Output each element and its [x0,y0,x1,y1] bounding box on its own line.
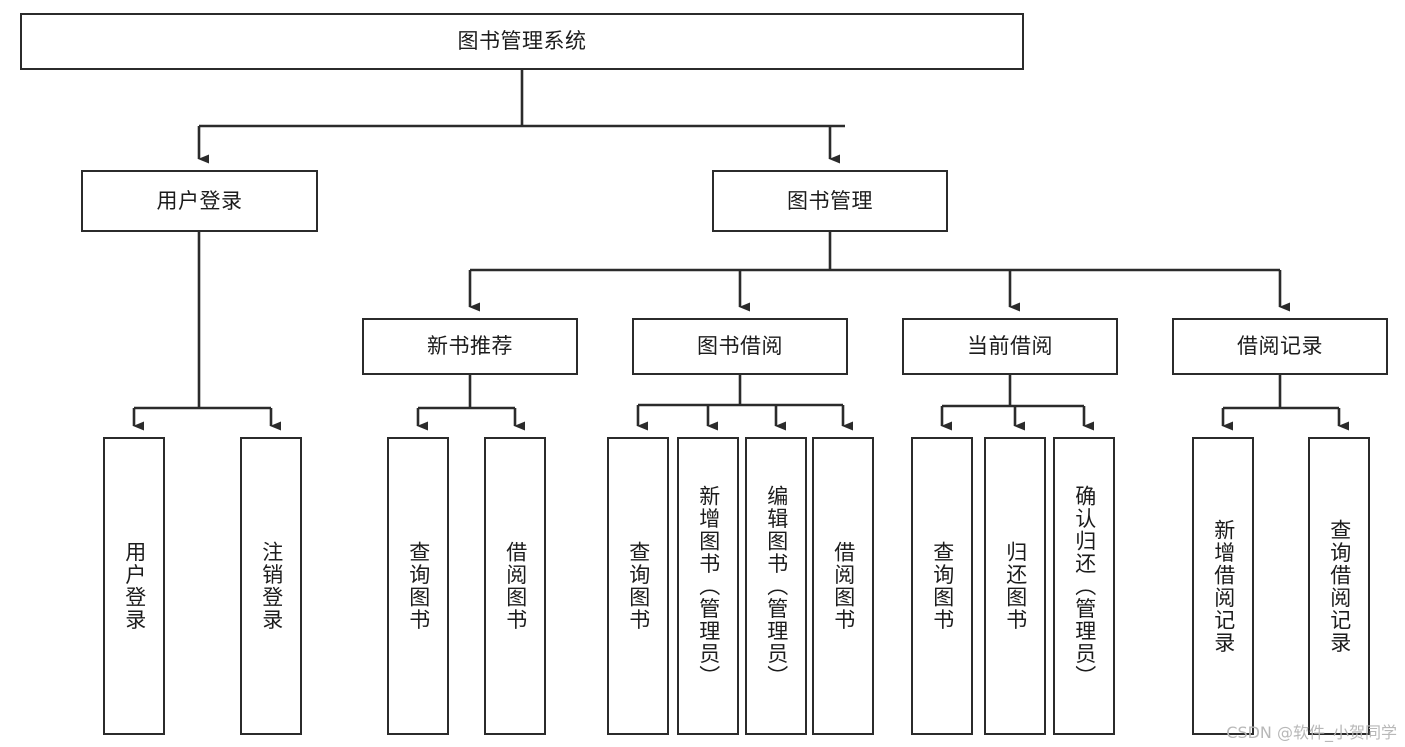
node-borrow-record-label: 借阅记录 [1237,334,1323,359]
node-current-borrow-label: 当前借阅 [967,334,1053,359]
node-leaf-borrow-book-1-label: 借阅图书 [503,541,528,631]
node-current-borrow[interactable]: 当前借阅 [902,318,1118,375]
node-leaf-query-book-3[interactable]: 查询图书 [911,437,973,735]
node-leaf-query-book-2[interactable]: 查询图书 [607,437,669,735]
node-new-book-recommend[interactable]: 新书推荐 [362,318,578,375]
node-leaf-logout[interactable]: 注销登录 [240,437,302,735]
node-book-borrow[interactable]: 图书借阅 [632,318,848,375]
node-leaf-add-book[interactable]: 新增图书（管理员） [677,437,739,735]
node-book-manage-label: 图书管理 [787,188,873,213]
node-leaf-return-book[interactable]: 归还图书 [984,437,1046,735]
node-root-label: 图书管理系统 [457,29,587,54]
node-leaf-user-login-label: 用户登录 [122,541,147,631]
node-leaf-query-book-1-label: 查询图书 [406,541,431,631]
csdn-watermark: CSDN @软件_小贺同学 [1226,723,1397,742]
node-root[interactable]: 图书管理系统 [20,13,1024,70]
node-leaf-user-login[interactable]: 用户登录 [103,437,165,735]
node-leaf-query-book-1[interactable]: 查询图书 [387,437,449,735]
node-leaf-confirm-return[interactable]: 确认归还（管理员） [1053,437,1115,735]
node-leaf-add-record-label: 新增借阅记录 [1211,518,1236,654]
node-leaf-borrow-book-2-label: 借阅图书 [831,541,856,631]
node-leaf-return-book-label: 归还图书 [1003,541,1028,631]
node-user-login[interactable]: 用户登录 [81,170,318,232]
node-leaf-add-book-label: 新增图书（管理员） [696,484,721,688]
node-leaf-query-record-label: 查询借阅记录 [1327,518,1352,654]
node-new-book-recommend-label: 新书推荐 [427,334,513,359]
node-leaf-add-record[interactable]: 新增借阅记录 [1192,437,1254,735]
node-leaf-edit-book[interactable]: 编辑图书（管理员） [745,437,807,735]
node-leaf-edit-book-label: 编辑图书（管理员） [764,484,789,688]
node-borrow-record[interactable]: 借阅记录 [1172,318,1388,375]
node-leaf-query-record[interactable]: 查询借阅记录 [1308,437,1370,735]
node-book-borrow-label: 图书借阅 [697,334,783,359]
node-leaf-confirm-return-label: 确认归还（管理员） [1072,484,1097,688]
node-leaf-borrow-book-1[interactable]: 借阅图书 [484,437,546,735]
node-leaf-logout-label: 注销登录 [259,541,284,631]
node-leaf-borrow-book-2[interactable]: 借阅图书 [812,437,874,735]
node-user-login-label: 用户登录 [156,188,243,213]
node-leaf-query-book-2-label: 查询图书 [626,541,651,631]
node-book-manage[interactable]: 图书管理 [712,170,948,232]
node-leaf-query-book-3-label: 查询图书 [930,541,955,631]
